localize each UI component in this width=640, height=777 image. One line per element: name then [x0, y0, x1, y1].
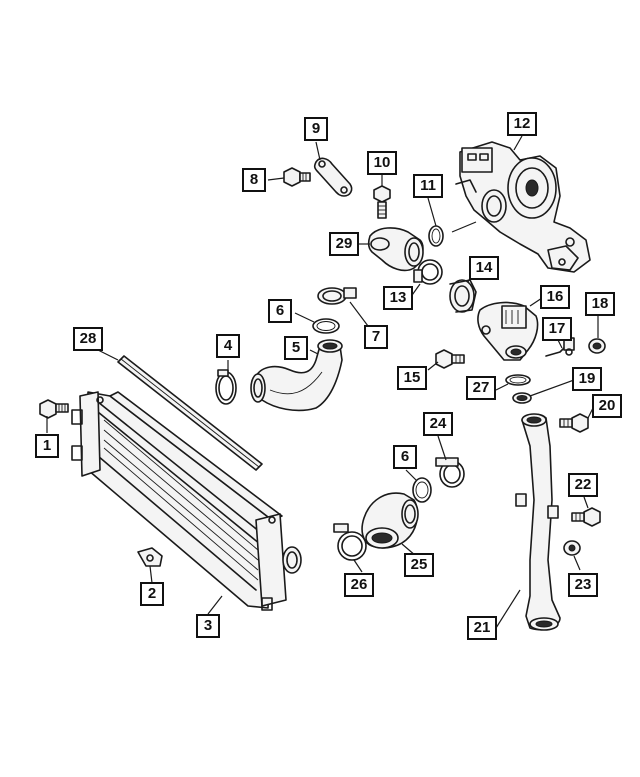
callout-6-upper: 6	[268, 299, 292, 323]
part-20-bolt	[559, 413, 589, 433]
callout-22: 22	[568, 473, 598, 497]
part-5-charge-air-hose	[250, 339, 343, 412]
part-2-bracket	[137, 547, 163, 567]
callout-4: 4	[216, 334, 240, 358]
part-13-clamp	[413, 259, 443, 285]
callout-11: 11	[413, 174, 443, 198]
callout-9: 9	[304, 117, 328, 141]
callout-13: 13	[383, 286, 413, 310]
callout-14: 14	[469, 256, 499, 280]
part-27-o-ring	[505, 374, 531, 386]
part-25-elbow-hose	[361, 492, 419, 549]
callout-27: 27	[466, 376, 496, 400]
part-6-o-ring-upper	[312, 318, 340, 334]
callout-12: 12	[507, 112, 537, 136]
part-10-stud	[373, 185, 391, 219]
part-19-gasket	[512, 392, 532, 404]
callout-5: 5	[284, 336, 308, 360]
part-9-bracket	[313, 157, 353, 197]
callout-10: 10	[367, 151, 397, 175]
leader-lines	[46, 135, 599, 629]
part-11-o-ring	[428, 225, 444, 247]
callout-16: 16	[540, 285, 570, 309]
part-4-clamp	[215, 369, 237, 405]
callout-24: 24	[423, 412, 453, 436]
part-24-clamp	[435, 457, 465, 488]
callout-2: 2	[140, 582, 164, 606]
callout-3: 3	[196, 614, 220, 638]
callout-15: 15	[397, 366, 427, 390]
part-6-o-ring-lower	[412, 477, 432, 503]
callout-29: 29	[329, 232, 359, 256]
callout-28: 28	[73, 327, 103, 351]
part-3-charge-air-cooler	[71, 391, 302, 611]
callout-20: 20	[592, 394, 622, 418]
part-16-throttle-body	[477, 301, 539, 361]
callout-21: 21	[467, 616, 497, 640]
callout-25: 25	[404, 553, 434, 577]
part-23-nut	[563, 540, 581, 556]
callout-26: 26	[344, 573, 374, 597]
part-18-plug	[588, 338, 606, 354]
callout-7: 7	[364, 325, 388, 349]
part-29-outlet-elbow	[367, 227, 424, 272]
callout-19: 19	[572, 367, 602, 391]
callout-17: 17	[542, 317, 572, 341]
part-8-bolt	[283, 167, 311, 187]
callout-6-lower: 6	[393, 445, 417, 469]
part-7-clamp	[317, 287, 357, 305]
part-21-charge-air-tube	[515, 413, 561, 631]
part-1-bolt	[39, 399, 69, 419]
part-14-coupler	[449, 279, 477, 313]
part-22-bolt	[571, 507, 601, 527]
part-12-turbocharger	[455, 141, 591, 273]
part-26-clamp	[333, 523, 367, 561]
part-28-seal-strip	[117, 355, 263, 471]
callout-1: 1	[35, 434, 59, 458]
part-15-bolt	[435, 349, 465, 369]
callout-23: 23	[568, 573, 598, 597]
callout-18: 18	[585, 292, 615, 316]
callout-8: 8	[242, 168, 266, 192]
